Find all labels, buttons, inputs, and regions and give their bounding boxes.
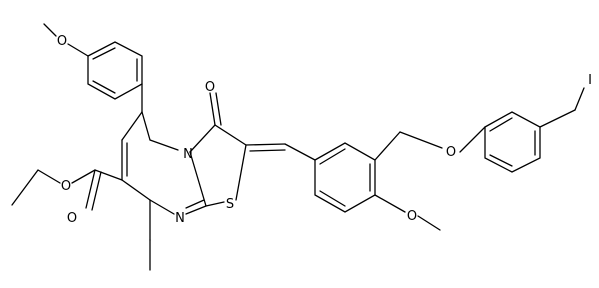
bond	[314, 142, 376, 213]
atom-n-ring: N	[183, 147, 193, 162]
atom-o-ether-link: O	[446, 145, 456, 160]
atom-s-ring: S	[226, 197, 234, 212]
atom-o-methoxy-top: O	[57, 34, 67, 49]
bond	[92, 47, 116, 60]
bond	[189, 124, 216, 153]
bond	[185, 205, 207, 215]
bond	[214, 124, 247, 146]
bond	[37, 169, 61, 184]
bond	[235, 144, 247, 201]
bond	[67, 43, 89, 57]
bonds	[11, 23, 585, 271]
bond	[249, 149, 286, 152]
bond	[319, 190, 346, 207]
bond	[319, 148, 346, 165]
atom-o-ester-single: O	[61, 179, 71, 194]
bond	[284, 143, 316, 161]
bond	[489, 117, 513, 132]
bond	[574, 87, 585, 111]
bond	[189, 151, 207, 207]
atom-n-pyrimidine: N	[175, 211, 185, 226]
bond	[489, 154, 513, 167]
bond	[459, 126, 486, 153]
bond	[121, 111, 143, 141]
bond	[539, 109, 576, 128]
bond	[87, 41, 143, 100]
atom-o-methoxy-right: O	[407, 209, 417, 224]
bond	[484, 111, 541, 173]
bond	[205, 201, 225, 207]
bond	[374, 131, 401, 161]
bond	[399, 131, 443, 149]
bond	[141, 111, 151, 141]
bond	[71, 169, 96, 184]
bond	[149, 199, 175, 215]
bond	[417, 215, 441, 231]
bond	[85, 169, 96, 209]
bond	[121, 179, 151, 201]
bond	[209, 92, 216, 126]
bond	[149, 139, 179, 151]
bond	[185, 199, 205, 209]
bond	[92, 80, 116, 94]
atom-labels: O O N S O I O O N O	[57, 34, 592, 226]
bond	[91, 171, 102, 211]
bond	[374, 194, 406, 213]
atom-iodine: I	[588, 73, 592, 88]
bond	[215, 92, 222, 126]
bond	[94, 169, 123, 181]
atom-o-ester-double: O	[67, 211, 77, 226]
bond	[43, 23, 57, 37]
bond	[11, 169, 39, 206]
atom-o-ketone: O	[205, 80, 215, 95]
bond	[245, 143, 286, 146]
